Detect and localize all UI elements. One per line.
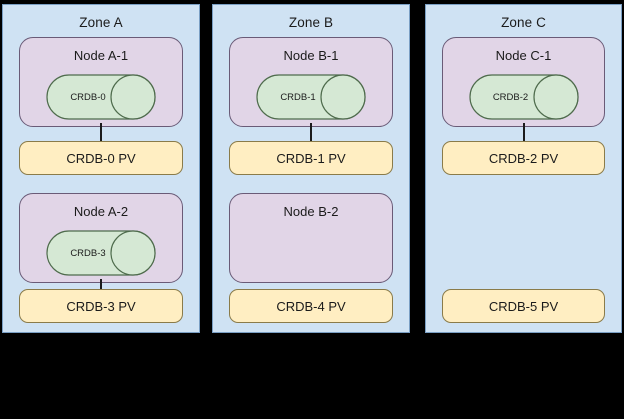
connector-crdb-3 xyxy=(100,279,102,289)
zone-a: Zone A Node A-1 CRDB-0 CRDB-0 PV Node A-… xyxy=(2,4,200,333)
zone-c-title: Zone C xyxy=(501,15,546,30)
cylinder-shape-icon xyxy=(46,74,156,120)
node-b-2: Node B-2 xyxy=(229,193,393,283)
zone-b-title: Zone B xyxy=(288,15,334,30)
pod-crdb-3-label: CRDB-3 xyxy=(70,247,106,259)
pv-crdb-4: CRDB-4 PV xyxy=(229,289,393,323)
pod-crdb-1-label: CRDB-1 xyxy=(280,91,316,103)
connector-crdb-2 xyxy=(522,123,525,141)
pod-crdb-2-label: CRDB-2 xyxy=(492,91,529,103)
node-b-1: Node B-1 CRDB-1 xyxy=(229,37,393,127)
pv-crdb-5: CRDB-5 PV xyxy=(442,289,605,323)
pod-crdb-0-label: CRDB-0 xyxy=(70,91,106,103)
zone-c: Zone C Node C-1 CRDB-2 CRDB-2 PV CRDB-5 … xyxy=(425,4,622,333)
node-a-2: Node A-2 CRDB-3 xyxy=(19,193,183,283)
pv-crdb-3: CRDB-3 PV xyxy=(19,289,183,323)
node-b-1-label: Node B-1 xyxy=(283,48,339,63)
node-c-1-label: Node C-1 xyxy=(495,48,552,63)
pv-crdb-0: CRDB-0 PV xyxy=(19,141,183,175)
node-a-1: Node A-1 CRDB-0 xyxy=(19,37,183,127)
zone-b: Zone B Node B-1 CRDB-1 CRDB-1 PV Node B-… xyxy=(212,4,410,333)
pod-crdb-2: CRDB-2 xyxy=(468,74,579,120)
node-a-1-label: Node A-1 xyxy=(73,48,129,63)
cylinder-shape-icon xyxy=(46,230,156,276)
zone-a-title: Zone A xyxy=(79,15,123,30)
pv-crdb-1: CRDB-1 PV xyxy=(229,141,393,175)
pod-crdb-1: CRDB-1 xyxy=(256,74,366,120)
node-a-2-label: Node A-2 xyxy=(73,204,129,219)
connector-crdb-0 xyxy=(100,123,102,141)
pod-crdb-0: CRDB-0 xyxy=(46,74,156,120)
pod-crdb-3: CRDB-3 xyxy=(46,230,156,276)
connector-crdb-1 xyxy=(310,123,312,141)
pv-crdb-2: CRDB-2 PV xyxy=(442,141,605,175)
cylinder-shape-icon xyxy=(468,74,579,120)
node-c-1: Node C-1 CRDB-2 xyxy=(442,37,605,127)
node-b-2-label: Node B-2 xyxy=(283,204,339,219)
cylinder-shape-icon xyxy=(256,74,366,120)
